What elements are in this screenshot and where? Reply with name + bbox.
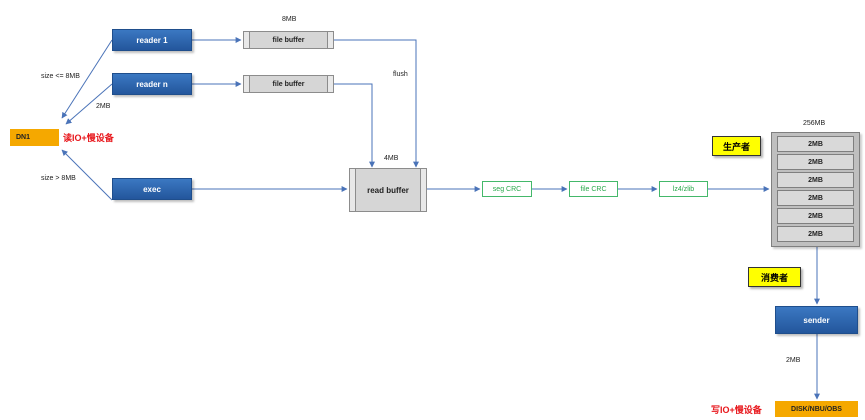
file-crc-node[interactable]: file CRC [569,181,618,197]
arrow-filebuffer2-to-readbuffer [334,83,375,168]
flush-label: flush [393,71,408,78]
sender-size-label: 2MB [786,357,801,364]
pool-cell: 2MB [777,136,854,152]
pool-cell: 2MB [777,226,854,242]
size-large-label: size > 8MB [41,175,76,182]
reader-1-node[interactable]: reader 1 [112,29,192,51]
arrow-readern-to-dn1 [65,83,113,125]
pool-cell: 2MB [777,154,854,170]
read-buffer-size-label: 4MB [384,155,399,162]
pool-cell: 2MB [777,190,854,206]
arrow-exec-to-dn1 [61,149,113,201]
producer-tag: 生产者 [712,136,761,156]
read-buffer-label: read buffer [367,185,409,195]
file-buffer-2-label: file buffer [272,80,305,88]
size-two-label: 2MB [96,103,111,110]
arrow-reader1-to-dn1 [61,39,113,119]
seg-crc-node[interactable]: seg CRC [482,181,532,197]
arrow-filebuffer1-flush [334,39,419,168]
sender-node[interactable]: sender [775,306,858,334]
size-small-label: size <= 8MB [41,73,80,80]
compress-node[interactable]: lz4/zlib [659,181,708,197]
file-buffer-size-label: 8MB [282,16,297,23]
pool-cell: 2MB [777,172,854,188]
write-device-label: 写IO+慢设备 [711,405,762,415]
file-buffer-1-label: file buffer [272,36,305,44]
exec-node[interactable]: exec [112,178,192,200]
pool-cell: 2MB [777,208,854,224]
buffer-pool: 2MB 2MB 2MB 2MB 2MB 2MB [771,132,860,247]
reader-n-node[interactable]: reader n [112,73,192,95]
read-device-label: 读IO+慢设备 [63,133,114,143]
pool-size-label: 256MB [803,120,826,127]
dn1-node[interactable]: DN1 [10,129,59,146]
read-buffer[interactable]: read buffer [349,168,427,212]
file-buffer-1[interactable]: file buffer [243,31,334,49]
target-storage-node[interactable]: DISK/NBU/OBS [775,401,858,417]
consumer-tag: 消费者 [748,267,801,287]
file-buffer-2[interactable]: file buffer [243,75,334,93]
